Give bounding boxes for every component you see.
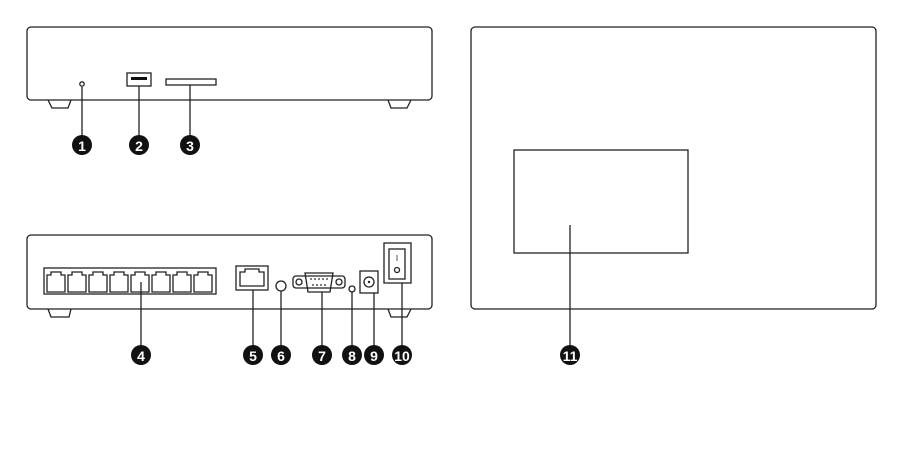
callout-badge (271, 345, 291, 365)
callout-round-button: 6 (271, 291, 291, 365)
callout-power-switch: 10 (392, 283, 412, 365)
callout-number: 10 (394, 348, 410, 364)
rj11-port (151, 271, 171, 293)
dc-power-jack (359, 270, 379, 294)
callout-led-indicator: 1 (72, 87, 92, 155)
front-foot-right (387, 99, 412, 109)
rj11-port (130, 271, 150, 293)
front-foot-left (47, 99, 72, 109)
callout-number: 11 (563, 348, 578, 364)
usb-port-slot (131, 77, 147, 80)
rj11-port-bank (43, 267, 217, 295)
callout-number: 7 (318, 348, 326, 364)
callout-rj11-ports: 4 (131, 282, 151, 365)
callout-number: 1 (78, 138, 86, 154)
rj45-port (235, 265, 269, 291)
power-switch: I (383, 242, 412, 284)
switch-off-mark (393, 266, 401, 274)
card-slot (165, 78, 217, 86)
callout-badge (131, 345, 151, 365)
rj11-port (109, 271, 129, 293)
back-view: I (26, 234, 433, 318)
led-indicator (79, 81, 85, 87)
callout-card-slot: 3 (180, 85, 200, 155)
callout-dc-power-jack: 9 (364, 293, 384, 365)
callout-label-area: 11 (560, 225, 580, 365)
callout-number: 6 (277, 348, 285, 364)
db9-serial-port (292, 272, 346, 293)
bottom-view (470, 26, 877, 310)
callout-reset-pinhole: 8 (342, 292, 362, 365)
rj11-port (172, 271, 192, 293)
callout-number: 2 (135, 138, 143, 154)
callout-badge (364, 345, 384, 365)
callout-badge (243, 345, 263, 365)
switch-on-mark: I (396, 254, 398, 263)
rj11-port (46, 271, 66, 293)
front-chassis (26, 26, 433, 101)
callout-badge (312, 345, 332, 365)
callout-rj45-port: 5 (243, 290, 263, 365)
callout-number: 8 (348, 348, 356, 364)
label-area (513, 149, 689, 254)
round-button (275, 280, 287, 292)
rj11-ports (43, 267, 217, 295)
callout-number: 4 (137, 348, 145, 364)
bottom-chassis (470, 26, 877, 310)
rj11-port (67, 271, 87, 293)
callout-usb-port: 2 (129, 86, 149, 155)
front-view (26, 26, 433, 109)
rj11-port (88, 271, 108, 293)
callout-badge (560, 345, 580, 365)
back-chassis (26, 234, 433, 310)
callout-badge (129, 135, 149, 155)
callout-badge (180, 135, 200, 155)
rj45-socket (239, 268, 265, 287)
callout-badge (392, 345, 412, 365)
callout-number: 3 (186, 138, 194, 154)
callout-badge (72, 135, 92, 155)
rj11-port (193, 271, 213, 293)
callout-number: 9 (370, 348, 378, 364)
reset-pinhole (348, 285, 356, 293)
back-foot-left (47, 308, 72, 318)
callout-badge (342, 345, 362, 365)
callout-number: 5 (249, 348, 257, 364)
callout-db9-serial-port: 7 (312, 292, 332, 365)
back-foot-right (387, 308, 412, 318)
